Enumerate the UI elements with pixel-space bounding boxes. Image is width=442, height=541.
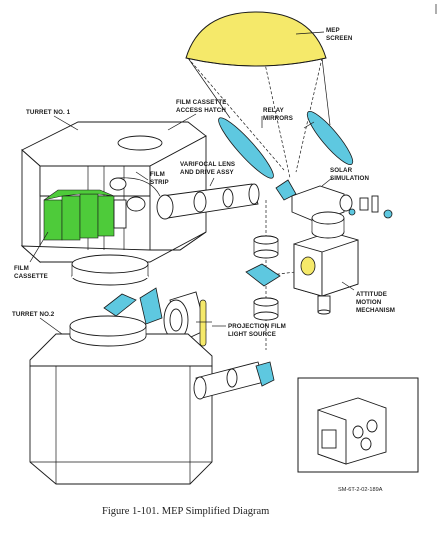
turret2-label: TURRET NO.2 [12,311,55,318]
attitude-leader [341,281,355,291]
output-lens [193,361,275,400]
varifocal-lens [156,183,260,220]
cassette-leader [29,231,49,263]
relay-lens-upper [253,235,279,259]
attitude-motion-mechanism [293,211,359,315]
relay-leader-2 [303,121,315,129]
turret1-leader [53,115,79,131]
film-strip-leader [135,171,149,181]
mep-screen [185,11,327,67]
relay-mirrors [218,111,354,201]
solar-leader [321,177,333,187]
inset-panel [297,377,419,473]
transfer-prisms [103,287,163,325]
film-cassettes [43,189,127,241]
relay-lens-lower [253,297,279,321]
screen-leader [295,31,325,35]
varifocal-leader [209,177,215,187]
turret1-label: TURRET NO. 1 [26,109,71,116]
fold-mirror [245,263,281,287]
turret-2 [29,315,213,485]
document-id: SM-6T-2-02-189A [338,487,383,493]
figure-caption: Figure 1-101. MEP Simplified Diagram [102,506,269,517]
projection-light-source [163,291,212,347]
hatch-leader [167,113,197,131]
turret2-leader [39,317,63,335]
film-strip [109,177,161,212]
